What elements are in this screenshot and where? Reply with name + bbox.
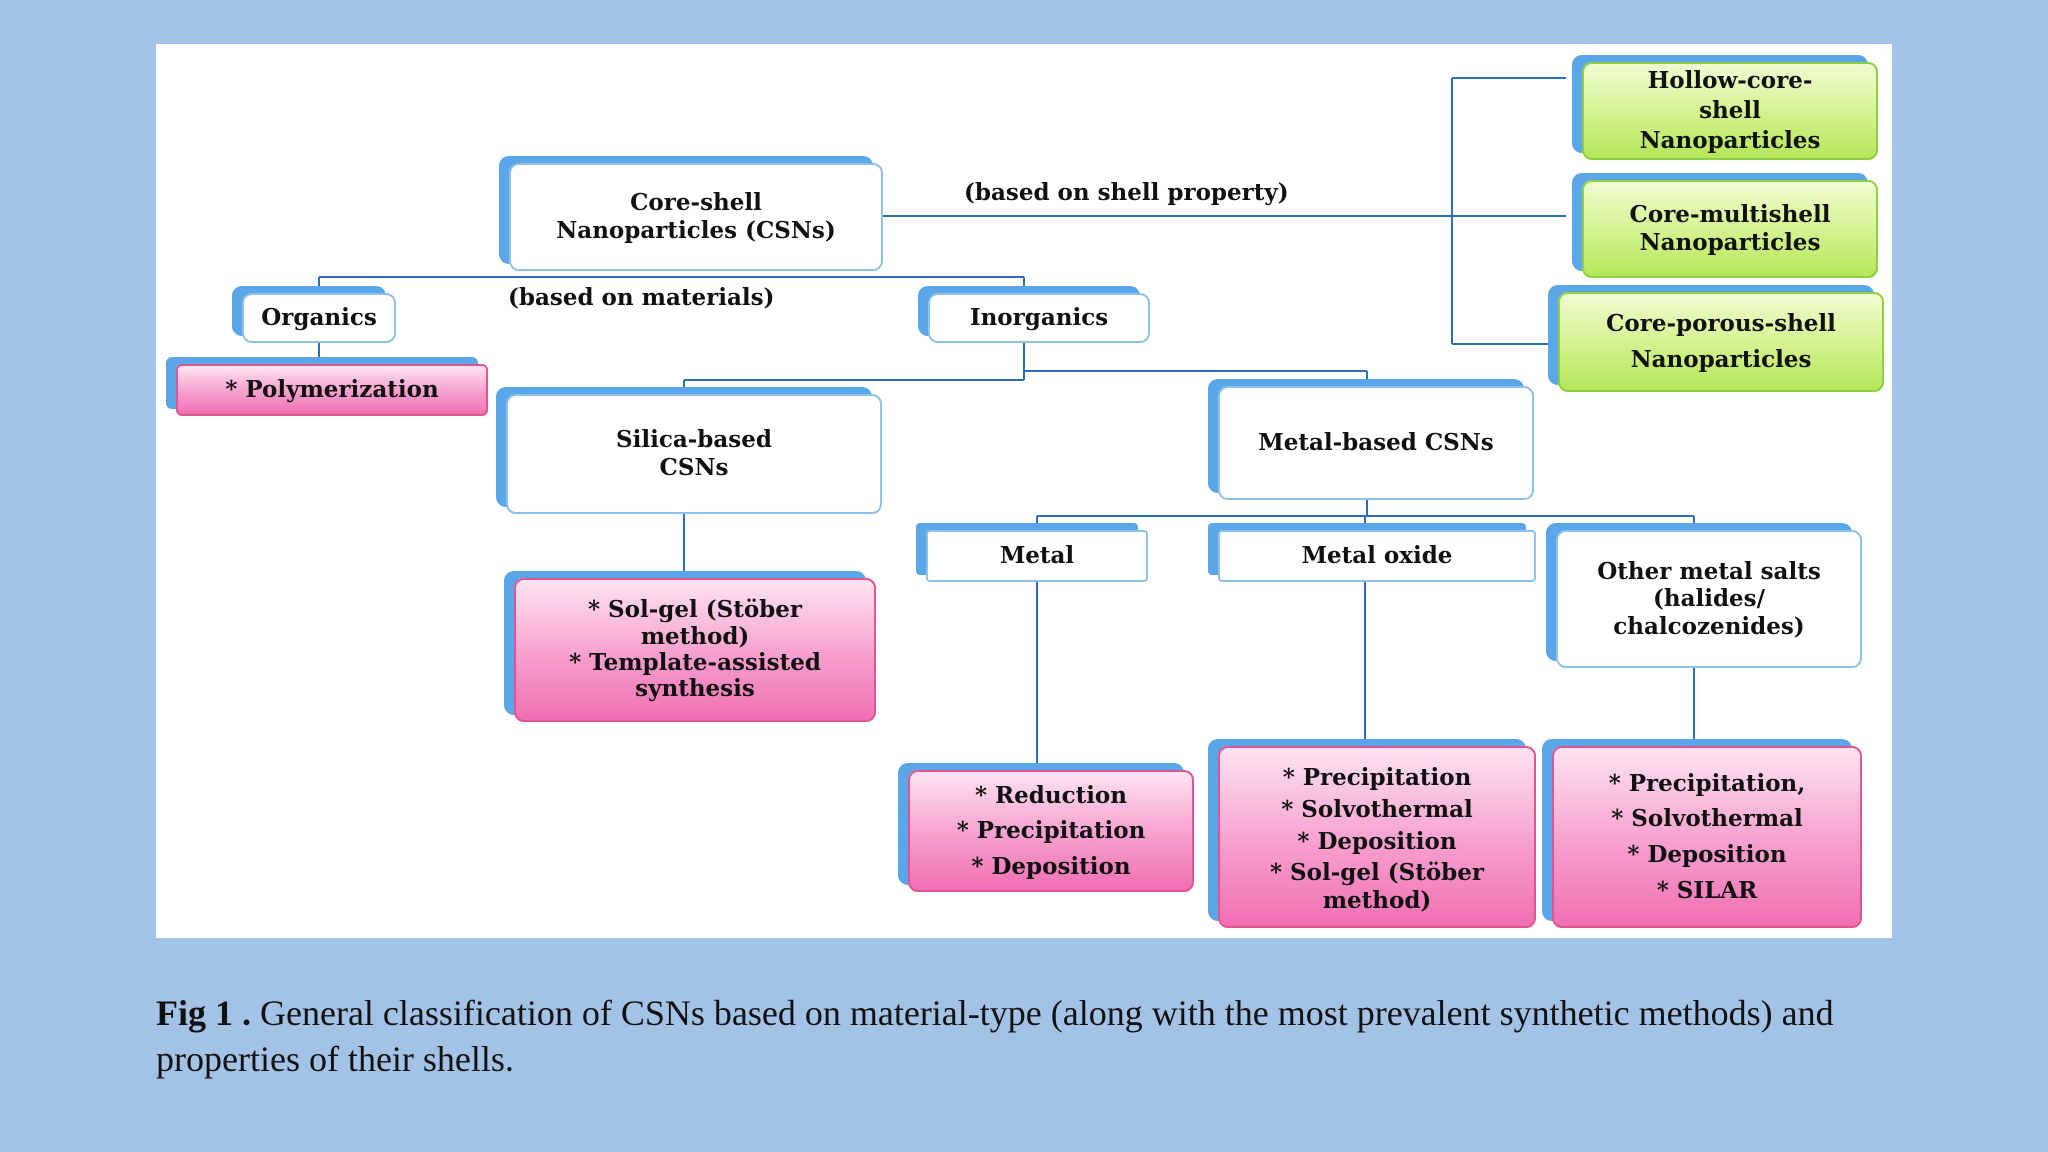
metal-method-3: * Deposition bbox=[971, 852, 1131, 880]
metal-method-1: * Reduction bbox=[974, 781, 1127, 809]
silica-method-2b: synthesis bbox=[635, 675, 755, 703]
silica-line-1: Silica-based bbox=[616, 426, 772, 454]
metal-based-node: Metal-based CSNs bbox=[1218, 386, 1534, 500]
porous-line-2: Nanoparticles bbox=[1630, 346, 1812, 373]
shell-property-edge-label: (based on shell property) bbox=[964, 179, 1289, 206]
core-shell-root-node: Core-shell Nanoparticles (CSNs) bbox=[509, 163, 883, 271]
metal-node: Metal bbox=[926, 530, 1148, 582]
metal-methods-node: * Reduction * Precipitation * Deposition bbox=[908, 770, 1194, 892]
multishell-line-1: Core-multishell bbox=[1629, 201, 1831, 229]
oxide-method-4b: method) bbox=[1322, 886, 1432, 914]
metal-label: Metal bbox=[999, 542, 1075, 570]
salts-line-3: chalcozenides) bbox=[1613, 612, 1805, 640]
organics-label: Organics bbox=[261, 304, 377, 332]
oxide-method-4: * Sol-gel (Stöber bbox=[1269, 859, 1485, 887]
oxide-method-1: * Precipitation bbox=[1282, 764, 1472, 792]
oxide-methods-node: * Precipitation * Solvothermal * Deposit… bbox=[1218, 746, 1536, 928]
metal-oxide-label: Metal oxide bbox=[1301, 542, 1453, 570]
polymerization-label: * Polymerization bbox=[225, 376, 439, 404]
polymerization-method-node: * Polymerization bbox=[176, 364, 488, 416]
caption-prefix: Fig 1 . bbox=[156, 993, 251, 1033]
core-multishell-node: Core-multishell Nanoparticles bbox=[1582, 180, 1878, 278]
organics-node: Organics bbox=[242, 293, 396, 343]
porous-line-1: Core-porous-shell bbox=[1606, 310, 1836, 338]
hollow-core-shell-node: Hollow-core- shell Nanoparticles bbox=[1582, 62, 1878, 160]
silica-method-2: * Template-assisted bbox=[569, 649, 821, 676]
metal-based-label: Metal-based CSNs bbox=[1258, 429, 1494, 457]
caption-text: General classification of CSNs based on … bbox=[156, 993, 1834, 1079]
silica-methods-node: * Sol-gel (Stöber method) * Template-ass… bbox=[514, 578, 876, 722]
metal-oxide-node: Metal oxide bbox=[1218, 530, 1536, 582]
hollow-line-2: shell bbox=[1699, 97, 1761, 125]
classification-diagram: Core-shell Nanoparticles (CSNs) Organics… bbox=[156, 44, 1892, 938]
other-metal-salts-node: Other metal salts (halides/ chalcozenide… bbox=[1556, 530, 1862, 668]
salts-line-1: Other metal salts bbox=[1597, 557, 1821, 585]
metal-method-2: * Precipitation bbox=[956, 817, 1146, 845]
oxide-method-2: * Solvothermal bbox=[1281, 795, 1473, 823]
salts-line-2: (halides/ bbox=[1652, 585, 1766, 613]
hollow-line-1: Hollow-core- bbox=[1647, 67, 1813, 95]
salt-methods-node: * Precipitation, * Solvothermal * Deposi… bbox=[1552, 746, 1862, 928]
salt-method-1: * Precipitation, bbox=[1608, 769, 1806, 797]
salt-method-4: * SILAR bbox=[1656, 876, 1758, 904]
silica-line-2: CSNs bbox=[659, 454, 729, 481]
silica-method-1b: method) bbox=[640, 622, 750, 650]
connector-lines bbox=[318, 77, 1695, 770]
salt-method-2: * Solvothermal bbox=[1611, 805, 1803, 833]
inorganics-label: Inorganics bbox=[969, 304, 1109, 332]
root-line-2: Nanoparticles (CSNs) bbox=[556, 217, 836, 244]
silica-based-node: Silica-based CSNs bbox=[506, 394, 882, 514]
core-porous-shell-node: Core-porous-shell Nanoparticles bbox=[1558, 292, 1884, 392]
salt-method-3: * Deposition bbox=[1627, 841, 1787, 868]
hollow-line-3: Nanoparticles bbox=[1639, 126, 1821, 154]
figure-caption: Fig 1 . General classification of CSNs b… bbox=[156, 990, 1892, 1082]
root-line-1: Core-shell bbox=[630, 189, 762, 217]
inorganics-node: Inorganics bbox=[928, 293, 1150, 343]
silica-method-1: * Sol-gel (Stöber bbox=[587, 596, 803, 624]
oxide-method-3: * Deposition bbox=[1297, 827, 1457, 855]
multishell-line-2: Nanoparticles bbox=[1639, 229, 1821, 256]
materials-edge-label: (based on materials) bbox=[508, 284, 775, 311]
